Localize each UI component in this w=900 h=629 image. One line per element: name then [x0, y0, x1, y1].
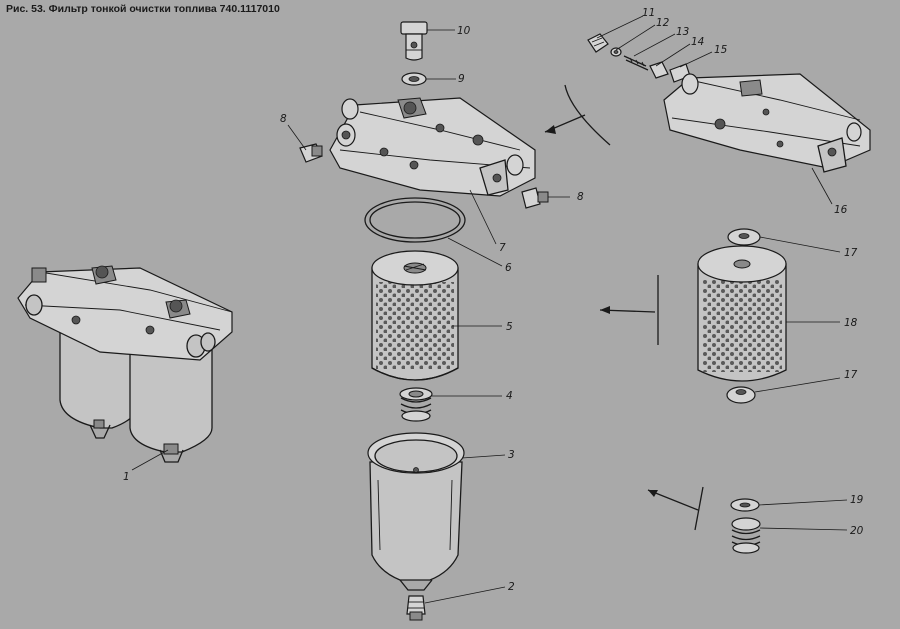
filter-cover — [329, 97, 536, 197]
leader-lines — [131, 15, 848, 604]
callout-14: 14 — [691, 36, 704, 48]
callout-16: 16 — [834, 204, 848, 216]
callout-8b: 8 — [577, 191, 584, 203]
callout-7: 7 — [499, 242, 506, 254]
figure-caption: Рис. 53. Фильтр тонкой очистки топлива 7… — [6, 3, 280, 15]
callout-9: 9 — [458, 73, 465, 85]
valve-spring — [731, 517, 761, 554]
gasket-ring — [364, 197, 466, 243]
callout-5: 5 — [506, 321, 513, 333]
callout-15: 15 — [714, 44, 728, 56]
callout-8a: 8 — [280, 113, 287, 125]
filter-cup — [367, 432, 465, 591]
callout-18: 18 — [844, 317, 858, 329]
callout-17b: 17 — [844, 369, 858, 381]
callout-17a: 17 — [844, 247, 858, 259]
reference-arrows — [544, 84, 704, 531]
callout-10: 10 — [457, 25, 471, 37]
drain-plug — [406, 595, 426, 621]
callout-labels: 1 2 3 4 5 6 7 8 8 9 10 11 12 13 14 15 16… — [123, 7, 864, 593]
callout-1: 1 — [123, 471, 130, 483]
callout-4: 4 — [506, 390, 513, 402]
housing-detail — [663, 73, 871, 173]
callout-11: 11 — [642, 7, 655, 19]
callout-3: 3 — [508, 449, 515, 461]
callout-19: 19 — [850, 494, 864, 506]
callout-12: 12 — [656, 17, 670, 29]
filter-element-detail — [697, 245, 787, 382]
seal-top — [727, 228, 761, 246]
callout-2: 2 — [508, 581, 515, 593]
banjo-bolt — [400, 21, 428, 61]
plug-left — [299, 143, 323, 163]
callout-13: 13 — [676, 26, 689, 38]
washer — [401, 72, 427, 86]
callout-20: 20 — [850, 525, 864, 537]
callout-6: 6 — [505, 262, 512, 274]
filter-element — [371, 250, 459, 381]
valve-washer — [730, 498, 760, 512]
plug-right — [521, 187, 549, 209]
valve-parts — [587, 33, 691, 83]
assembled-filter — [17, 265, 233, 463]
spring — [399, 387, 433, 422]
seal-bottom — [726, 386, 756, 404]
